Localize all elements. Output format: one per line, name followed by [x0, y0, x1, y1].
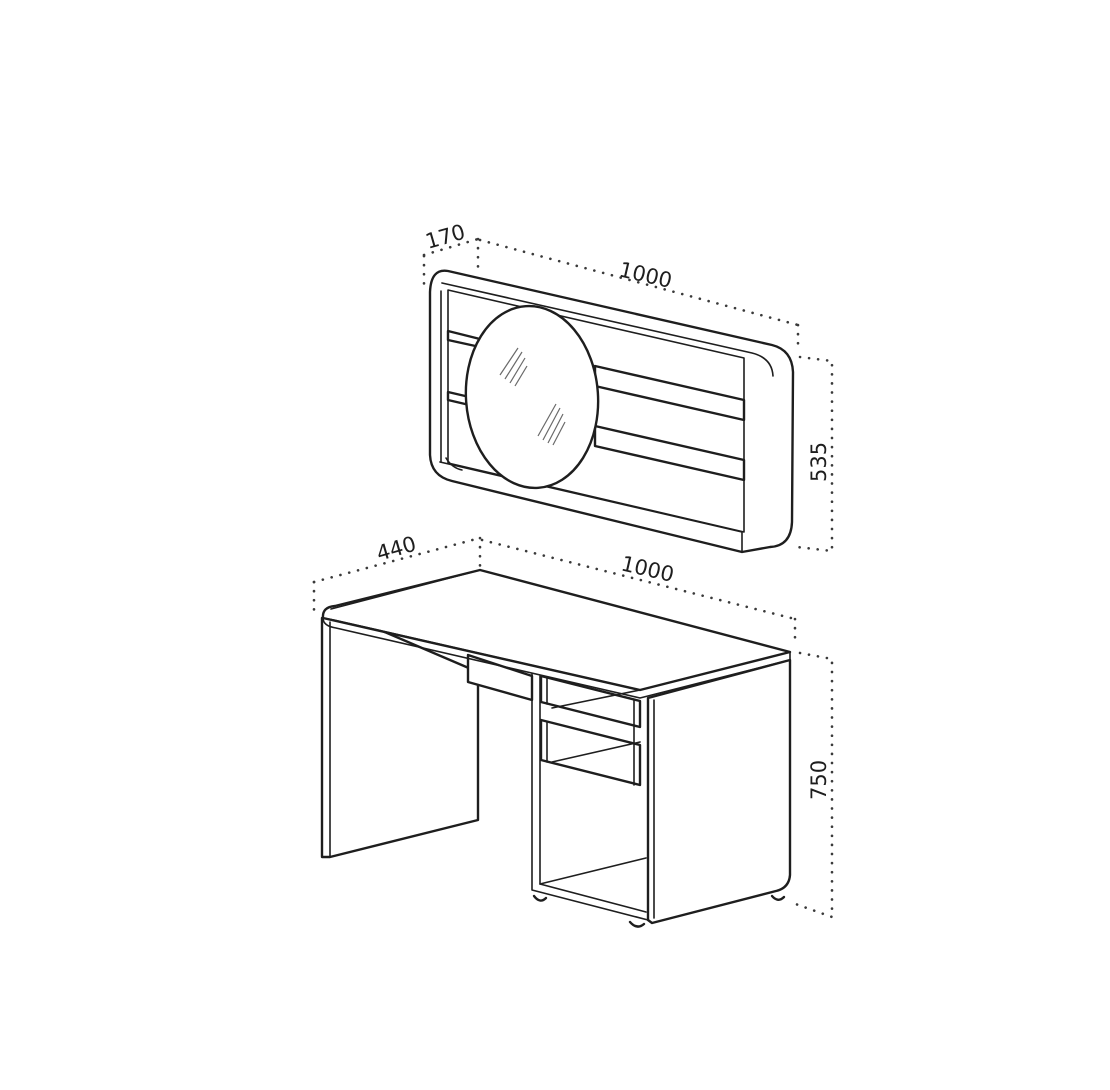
shelf-depth-label: 170	[423, 220, 468, 254]
shelf-width-label: 1000	[617, 257, 674, 292]
desk-height-label: 750	[807, 760, 831, 800]
desk	[320, 568, 792, 928]
shelf-height-label: 535	[807, 442, 831, 482]
desk-width-label: 1000	[619, 551, 676, 586]
round-mirror	[464, 304, 600, 490]
dimension-lines	[312, 237, 834, 919]
desk-depth-label: 440	[374, 532, 419, 566]
wall-shelf	[428, 269, 795, 554]
